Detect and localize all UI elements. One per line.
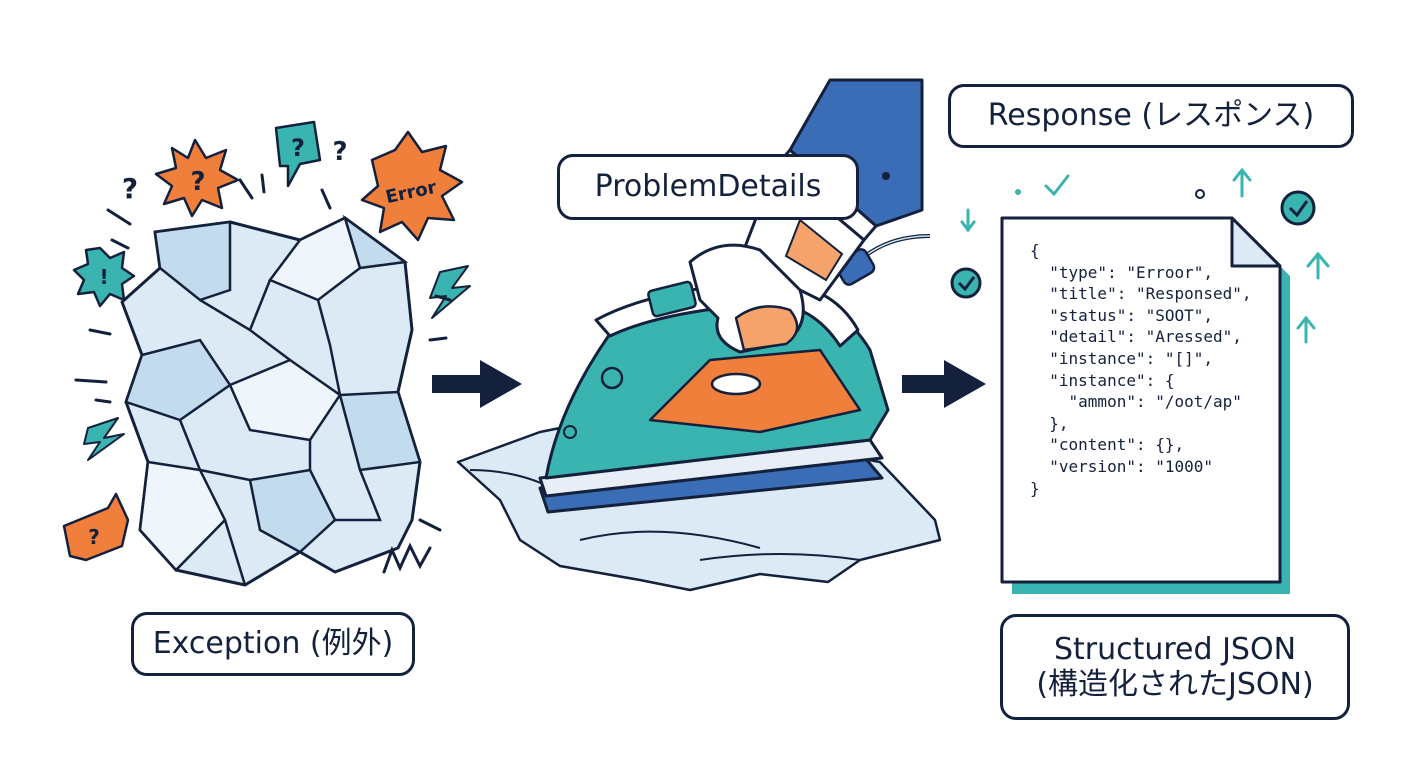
exclaim-burst-icon: !	[72, 246, 136, 308]
question-mark-b: ?	[332, 137, 347, 167]
json-line: "instance": {	[1030, 370, 1175, 390]
json-line: "instance": "[]",	[1030, 348, 1214, 368]
exception-label-text: Exception (例外)	[152, 626, 394, 662]
response-label: Response (レスポンス)	[948, 84, 1354, 148]
json-line: },	[1030, 413, 1069, 433]
error-burst-icon: Error	[360, 130, 464, 242]
speech-question-icon: ?	[274, 120, 322, 188]
json-line: }	[1030, 478, 1040, 498]
exclaim-text: !	[99, 265, 108, 289]
response-label-text: Response (レスポンス)	[987, 98, 1315, 134]
json-line: "type": "Erroor",	[1030, 262, 1214, 282]
crumpled-paper-icon	[120, 214, 422, 587]
json-code-block: { "type": "Erroor", "title": "Responsed"…	[1030, 240, 1270, 560]
json-line: "ammon": "/oot/ap"	[1030, 392, 1242, 412]
orange-tag-question-icon: ?	[62, 492, 130, 562]
question-mark-text: ?	[190, 167, 205, 197]
iron-icon	[538, 234, 931, 514]
problem-details-label: ProblemDetails	[557, 154, 859, 220]
structured-json-line2: (構造化されたJSON)	[1036, 667, 1314, 702]
tag-question-text: ?	[88, 525, 100, 549]
problem-details-label-text: ProblemDetails	[594, 169, 822, 205]
json-document-icon	[1000, 216, 1290, 594]
exception-label: Exception (例外)	[131, 612, 415, 676]
structured-json-label: Structured JSON (構造化されたJSON)	[1000, 614, 1350, 720]
arrow-right-icon	[432, 360, 522, 408]
question-mark-a: ?	[122, 172, 138, 205]
json-line: "content": {},	[1030, 435, 1185, 455]
stray-question-marks: ? ?	[122, 137, 348, 205]
question-burst-icon: ?	[154, 138, 240, 218]
check-circle-icon	[950, 190, 1316, 299]
sparkle-decorations	[960, 167, 1330, 344]
structured-json-line1: Structured JSON	[1053, 631, 1297, 667]
json-line: "title": "Responsed",	[1030, 284, 1252, 304]
json-line: {	[1030, 241, 1040, 260]
motion-lines	[74, 173, 452, 574]
json-line: "status": "SOOT",	[1030, 305, 1214, 325]
lightning-icon	[83, 265, 471, 461]
arrow-right-icon-2	[902, 360, 986, 408]
speech-question-text: ?	[291, 134, 305, 162]
json-line: "version": "1000"	[1030, 456, 1214, 476]
json-line: "detail": "Aressed",	[1030, 327, 1242, 347]
